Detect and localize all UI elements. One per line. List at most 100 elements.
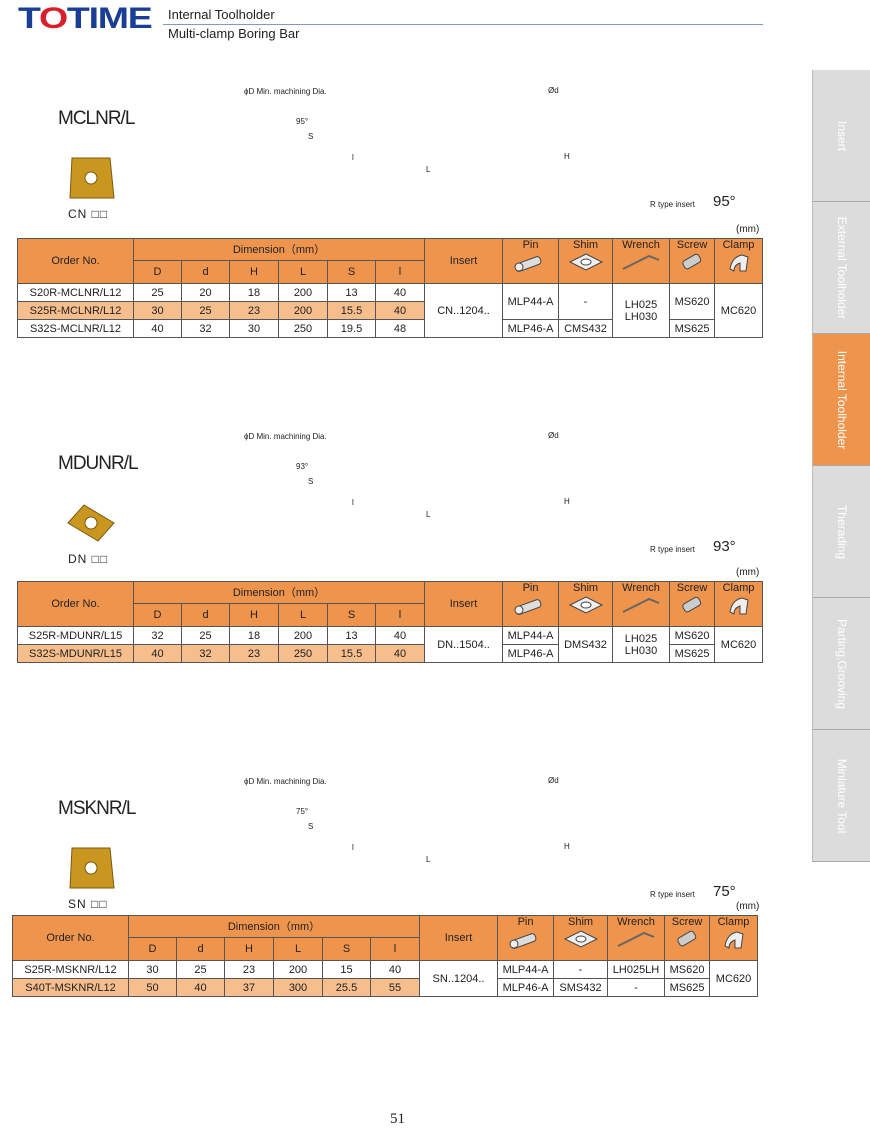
shim-icon — [554, 928, 607, 950]
insert-image — [64, 844, 118, 889]
screw-icon — [665, 928, 709, 950]
tab-label: Internal Toolholder — [834, 350, 849, 449]
pin-icon — [503, 251, 558, 273]
unit-label: (mm) — [736, 224, 760, 235]
r-type-insert-label: R type insert — [650, 200, 695, 209]
col-dim-l: l — [374, 603, 426, 627]
dim-S-value: 15.5 — [327, 644, 376, 663]
insert-image — [64, 499, 118, 543]
order-no: S32S-MDUNR/L15 — [17, 644, 134, 663]
col-dim-D: D — [133, 603, 182, 627]
tab-label: External Toolholder — [834, 216, 849, 319]
col-dim-l: l — [369, 937, 421, 961]
col-clamp: Clamp — [714, 581, 764, 627]
accessory-cell: MC620 — [714, 626, 764, 663]
col-wrench: Wrench — [607, 915, 666, 961]
dim-d-value: 25 — [176, 960, 225, 979]
dim-H-value: 23 — [229, 644, 279, 663]
dim-H-value: 18 — [229, 283, 279, 302]
col-dim-H: H — [224, 937, 274, 961]
accessory-cell: DN..1504.. — [424, 626, 504, 663]
col-screw: Screw — [669, 238, 716, 284]
unit-label: (mm) — [736, 567, 760, 578]
accessory-cell: MLP46-A — [497, 978, 555, 997]
screw-header-label: Screw — [676, 239, 708, 251]
col-clamp: Clamp — [709, 915, 759, 961]
dim-h-label: H — [564, 497, 570, 506]
dim-l-label: l — [352, 153, 354, 162]
tab-label: Therading — [834, 504, 849, 559]
col-dim-S: S — [322, 937, 371, 961]
side-tab-external-toolholder[interactable]: External Toolholder — [812, 202, 870, 334]
dim-L-value: 200 — [273, 960, 323, 979]
dim-h-label: H — [564, 152, 570, 161]
header-divider — [163, 24, 763, 25]
dim-D-value: 25 — [133, 283, 182, 302]
clamp-icon — [710, 928, 757, 950]
dim-H-value: 23 — [229, 301, 279, 320]
wrench-icon — [613, 251, 669, 273]
accessory-cell: CMS432 — [558, 319, 614, 338]
col-dim-l: l — [374, 260, 426, 284]
col-wrench: Wrench — [612, 581, 671, 627]
col-order-no: Order No. — [17, 581, 134, 627]
wrench-header-label: Wrench — [622, 239, 660, 251]
dim-s-label: S — [308, 822, 314, 831]
pin-header-label: Pin — [517, 916, 534, 928]
approach-angle: 75° — [713, 883, 736, 900]
side-tab-internal-toolholder[interactable]: Internal Toolholder — [812, 334, 870, 466]
side-tab-insert[interactable]: Insert — [812, 70, 870, 202]
accessory-cell: MLP44-A — [502, 283, 560, 320]
wrench-header-label: Wrench — [617, 916, 655, 928]
side-tab-miniature-tool[interactable]: Miniature Tool — [812, 730, 870, 862]
dim-L-label: L — [426, 165, 431, 174]
accessory-cell: MC620 — [714, 283, 764, 338]
col-dim-S: S — [327, 260, 376, 284]
accessory-cell: MS620 — [664, 960, 711, 979]
min-dia-label: ϕD Min. machining Dia. — [244, 777, 327, 786]
clamp-icon — [715, 251, 762, 273]
accessory-cell: DMS432 — [558, 626, 614, 663]
page-category: Internal Toolholder — [168, 7, 275, 22]
pin-icon — [498, 928, 553, 950]
accessory-cell: LH025 LH030 — [612, 626, 671, 663]
order-no: S25R-MDUNR/L15 — [17, 626, 134, 645]
col-insert: Insert — [419, 915, 499, 961]
accessory-cell: MLP46-A — [502, 319, 560, 338]
pin-header-label: Pin — [522, 239, 539, 251]
col-dim-D: D — [128, 937, 177, 961]
tab-label: Parting,Grooving — [834, 618, 849, 709]
dim-H-value: 30 — [229, 319, 279, 338]
dim-l-value: 40 — [374, 283, 426, 302]
brand-logo: TOTIME — [18, 2, 153, 35]
dim-S-value: 15 — [322, 960, 371, 979]
accessory-cell: MC620 — [709, 960, 759, 997]
col-shim: Shim — [558, 581, 614, 627]
dim-L-value: 200 — [278, 301, 328, 320]
dim-H-value: 23 — [224, 960, 274, 979]
dim-D-value: 30 — [133, 301, 182, 320]
r-type-insert-label: R type insert — [650, 545, 695, 554]
col-wrench: Wrench — [612, 238, 671, 284]
dim-S-value: 13 — [327, 283, 376, 302]
dim-s-label: S — [308, 132, 314, 141]
angle-small: 75° — [296, 807, 309, 816]
accessory-cell: SN..1204.. — [419, 960, 499, 997]
dim-S-value: 25.5 — [322, 978, 371, 997]
screw-icon — [670, 594, 714, 616]
side-tab-threading[interactable]: Therading — [812, 466, 870, 598]
clamp-header-label: Clamp — [722, 239, 755, 251]
order-no: S25R-MSKNR/L12 — [12, 960, 129, 979]
side-tab-parting-grooving[interactable]: Parting,Grooving — [812, 598, 870, 730]
accessory-cell: LH025LH — [607, 960, 666, 979]
dim-l-value: 40 — [374, 644, 426, 663]
wrench-header-label: Wrench — [622, 582, 660, 594]
accessory-cell: - — [553, 960, 609, 979]
dim-H-value: 37 — [224, 978, 274, 997]
